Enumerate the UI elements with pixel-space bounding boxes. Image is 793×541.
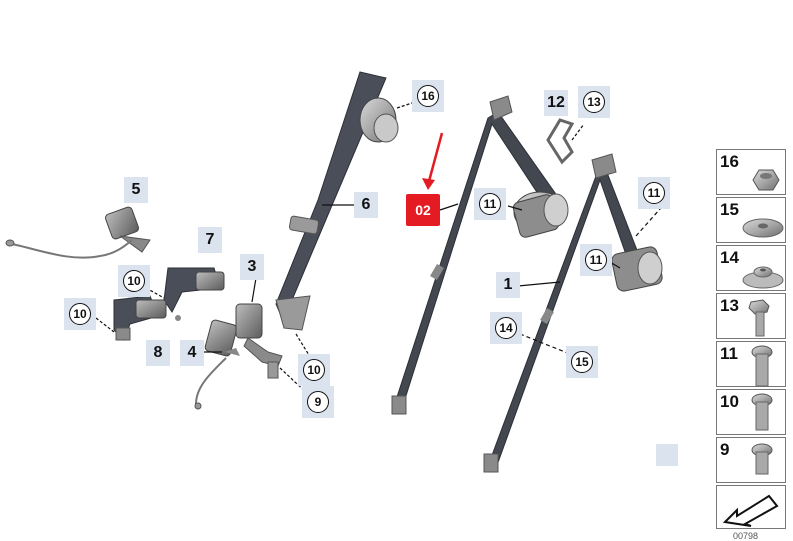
belt-assembly-1 [483, 153, 669, 473]
legend-item-10[interactable]: 10 [716, 389, 786, 435]
belt-assembly-2 [391, 95, 569, 415]
callout-6: 6 [354, 192, 378, 218]
washer-icon [742, 218, 784, 238]
legend-num: 11 [720, 344, 738, 363]
callout-11-right-upper: 11 [638, 177, 670, 209]
callout-10-left: 10 [64, 298, 96, 330]
callout-4: 4 [180, 340, 204, 366]
spacer-washer-icon [742, 266, 784, 289]
legend-num: 13 [720, 296, 739, 315]
legend-item-15[interactable]: 15 [716, 197, 786, 243]
callout-10-center: 10 [298, 354, 330, 386]
legend-direction-cell [716, 485, 786, 529]
bracket-12 [546, 118, 585, 165]
callout-15: 15 [566, 346, 598, 378]
callout-11-left-retractor: 11 [474, 188, 506, 220]
belt-assembly-6 [275, 71, 416, 331]
fastener-legend: 16 15 14 13 11 10 [716, 149, 786, 531]
callout-7: 7 [198, 227, 222, 253]
callout-5: 5 [124, 177, 148, 203]
direction-arrow-icon [722, 494, 779, 527]
callout-11-right-retractor: 11 [580, 244, 612, 276]
legend-item-11[interactable]: 11 [716, 341, 786, 387]
callout-16: 16 [412, 80, 444, 112]
hex-nut-icon [752, 169, 780, 191]
legend-num: 14 [720, 248, 739, 267]
buckle-8 [95, 287, 167, 341]
legend-num: 16 [720, 152, 739, 171]
legend-item-16[interactable]: 16 [716, 149, 786, 195]
callout-9: 9 [302, 386, 334, 418]
legend-num: 9 [720, 440, 730, 459]
callout-13: 13 [578, 86, 610, 118]
legend-num: 15 [720, 200, 739, 219]
hex-bolt-icon [748, 299, 770, 337]
legend-item-13[interactable]: 13 [716, 293, 786, 339]
highlight-callout-02[interactable]: 02 [406, 194, 440, 226]
buckle-3 [235, 277, 313, 397]
callout-10-upper: 10 [118, 265, 150, 297]
callout-12: 12 [544, 90, 568, 116]
legend-item-14[interactable]: 14 [716, 245, 786, 291]
buckle-7 [163, 267, 225, 321]
diagram-number: 00798 [733, 531, 759, 541]
callout-1: 1 [496, 272, 520, 298]
torx-bolt-short-icon [751, 443, 773, 475]
torx-bolt-long-icon [751, 345, 773, 387]
callout-blank [656, 444, 678, 466]
callout-8: 8 [146, 340, 170, 366]
buckle-5 [5, 206, 151, 259]
callout-14: 14 [490, 312, 522, 344]
legend-num: 10 [720, 392, 739, 411]
buckle-4 [194, 319, 240, 410]
torx-bolt-medium-icon [751, 393, 773, 431]
legend-item-9[interactable]: 9 [716, 437, 786, 483]
callout-3: 3 [240, 254, 264, 280]
